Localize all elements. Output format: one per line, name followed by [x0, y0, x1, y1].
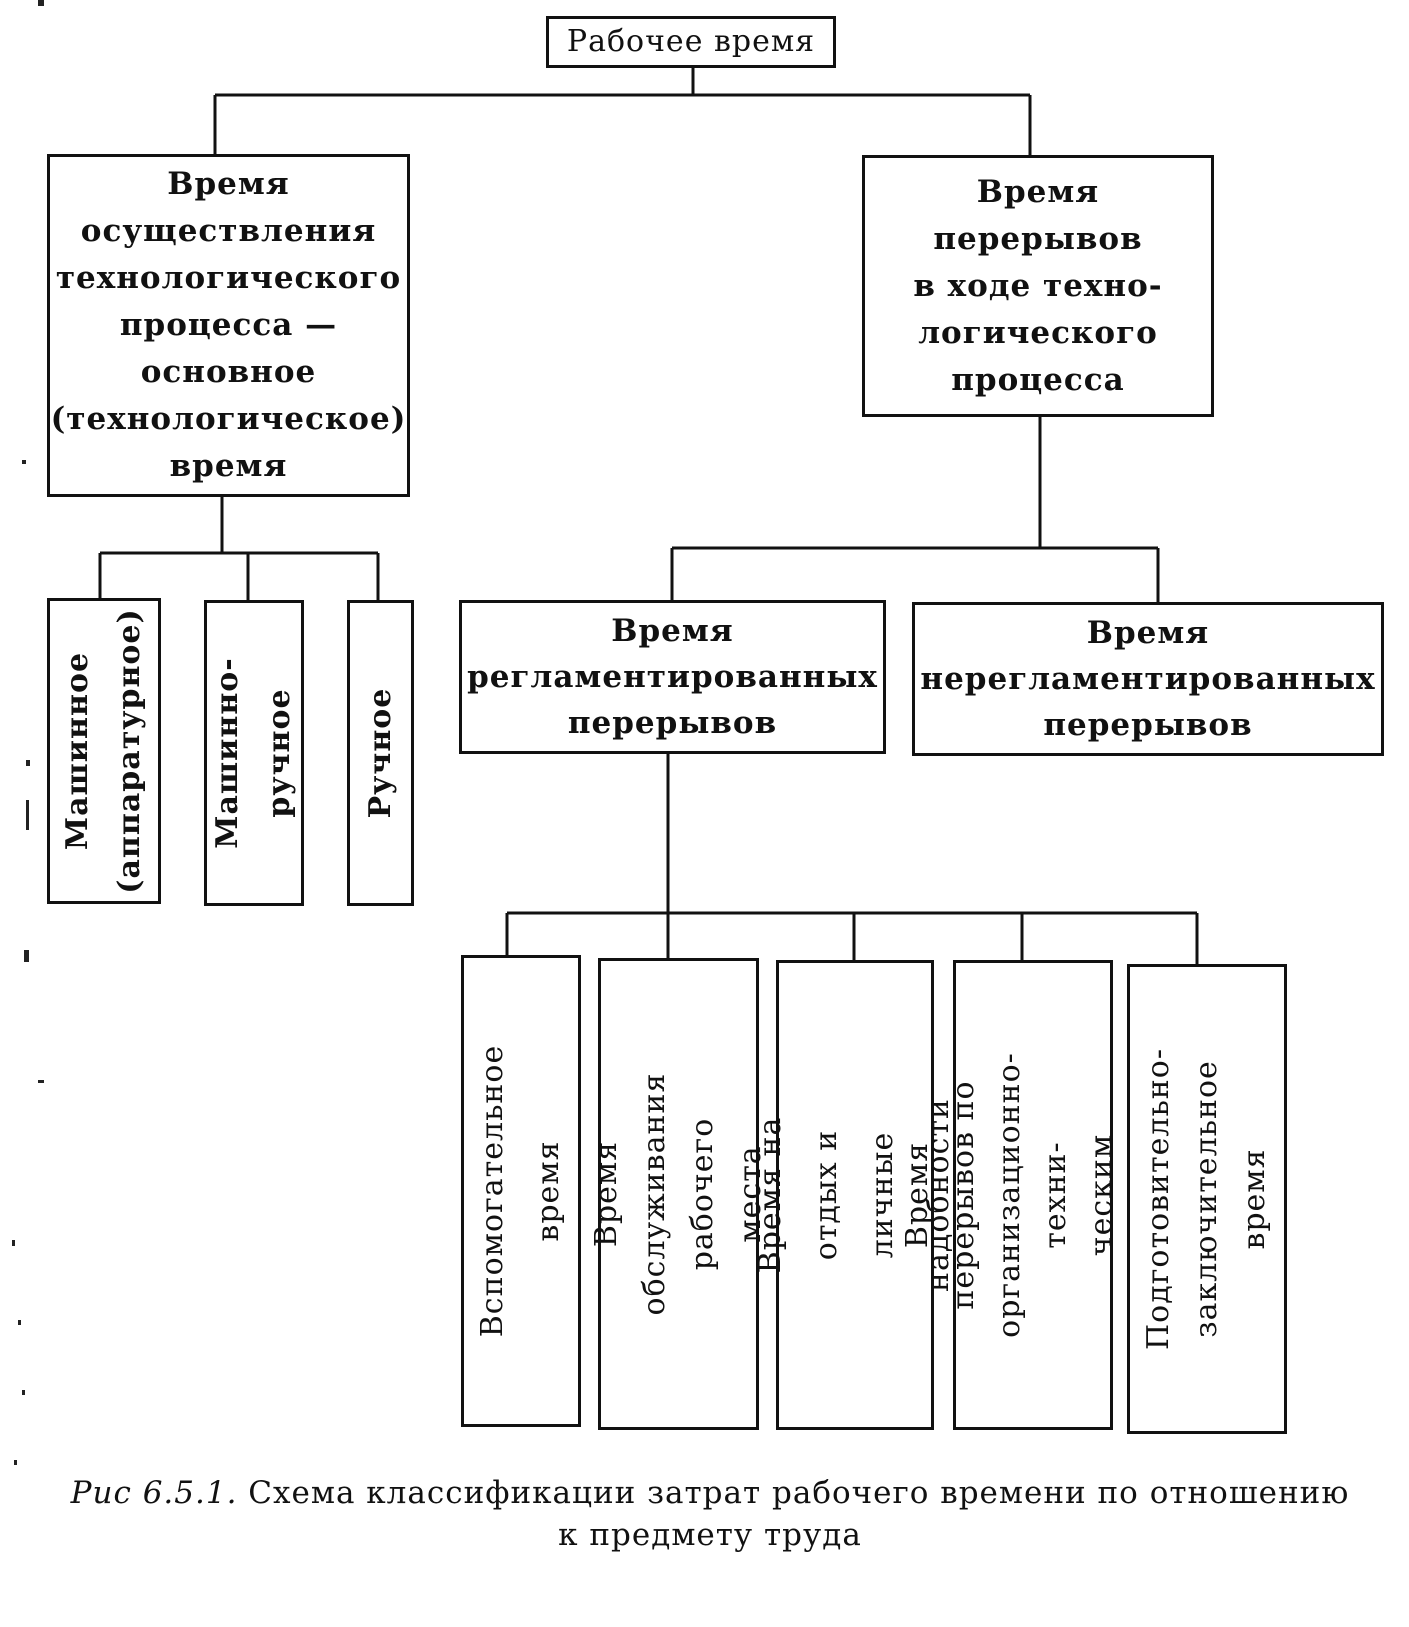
org-tech-breaks-node-box: Время перерывов по организационно-техни-…	[900, 960, 1165, 1430]
machine-node-label: Машинное (аппаратурное)	[60, 608, 147, 894]
scan-speck	[38, 0, 44, 6]
machine-node-box: Машинное (аппаратурное)	[47, 598, 161, 904]
manual-node-label: Ручное	[362, 687, 398, 819]
prep-final-node-label: Подготовительно- заключительное время	[1141, 1048, 1272, 1350]
prep-final-node-box: Подготовительно- заключительное время	[1127, 964, 1287, 1434]
figure-caption-label: Рис 6.5.1.	[70, 1475, 238, 1511]
scan-speck	[38, 1080, 44, 1083]
auxiliary-node-box: Вспомогательное время	[461, 955, 581, 1427]
scan-speck	[14, 1460, 17, 1465]
root-node-label: Рабочее время	[566, 24, 816, 59]
regulated-node-label: Время регламентированных перерывов	[467, 613, 878, 741]
scan-speck	[24, 950, 29, 962]
workplace-service-node-box: Время обслуживания рабочего места	[589, 958, 768, 1430]
root-node-box: Рабочее время	[546, 16, 836, 68]
figure-caption: Рис 6.5.1. Схема классификации затрат ра…	[40, 1472, 1380, 1556]
machine-manual-node-label: Машинно- ручное	[210, 657, 297, 849]
unregulated-node-label: Время нерегламентированных перерывов	[920, 615, 1376, 743]
scan-speck	[26, 760, 30, 766]
unregulated-node-box: Время нерегламентированных перерывов	[912, 602, 1384, 756]
breaks-time-node-label: Время перерывов в ходе техно- логическог…	[913, 173, 1163, 398]
auxiliary-node-label: Вспомогательное время	[475, 1044, 566, 1338]
tech-time-node-box: Время осуществления технологического про…	[47, 154, 410, 497]
rest-node-box: Время на отдых и личные надобности	[753, 960, 956, 1430]
scan-speck	[18, 1320, 21, 1325]
regulated-node-box: Время регламентированных перерывов	[459, 600, 886, 754]
machine-manual-node-box: Машинно- ручное	[204, 600, 304, 906]
scan-speck	[12, 1240, 15, 1246]
tech-time-node-label: Время осуществления технологического про…	[50, 166, 407, 484]
figure-caption-text: Схема классификации затрат рабочего врем…	[248, 1475, 1350, 1553]
breaks-time-node-box: Время перерывов в ходе техно- логическог…	[862, 155, 1214, 417]
scan-speck	[26, 800, 29, 830]
scan-speck	[22, 1390, 25, 1395]
scan-speck	[22, 460, 26, 464]
manual-node-box: Ручное	[347, 600, 414, 906]
